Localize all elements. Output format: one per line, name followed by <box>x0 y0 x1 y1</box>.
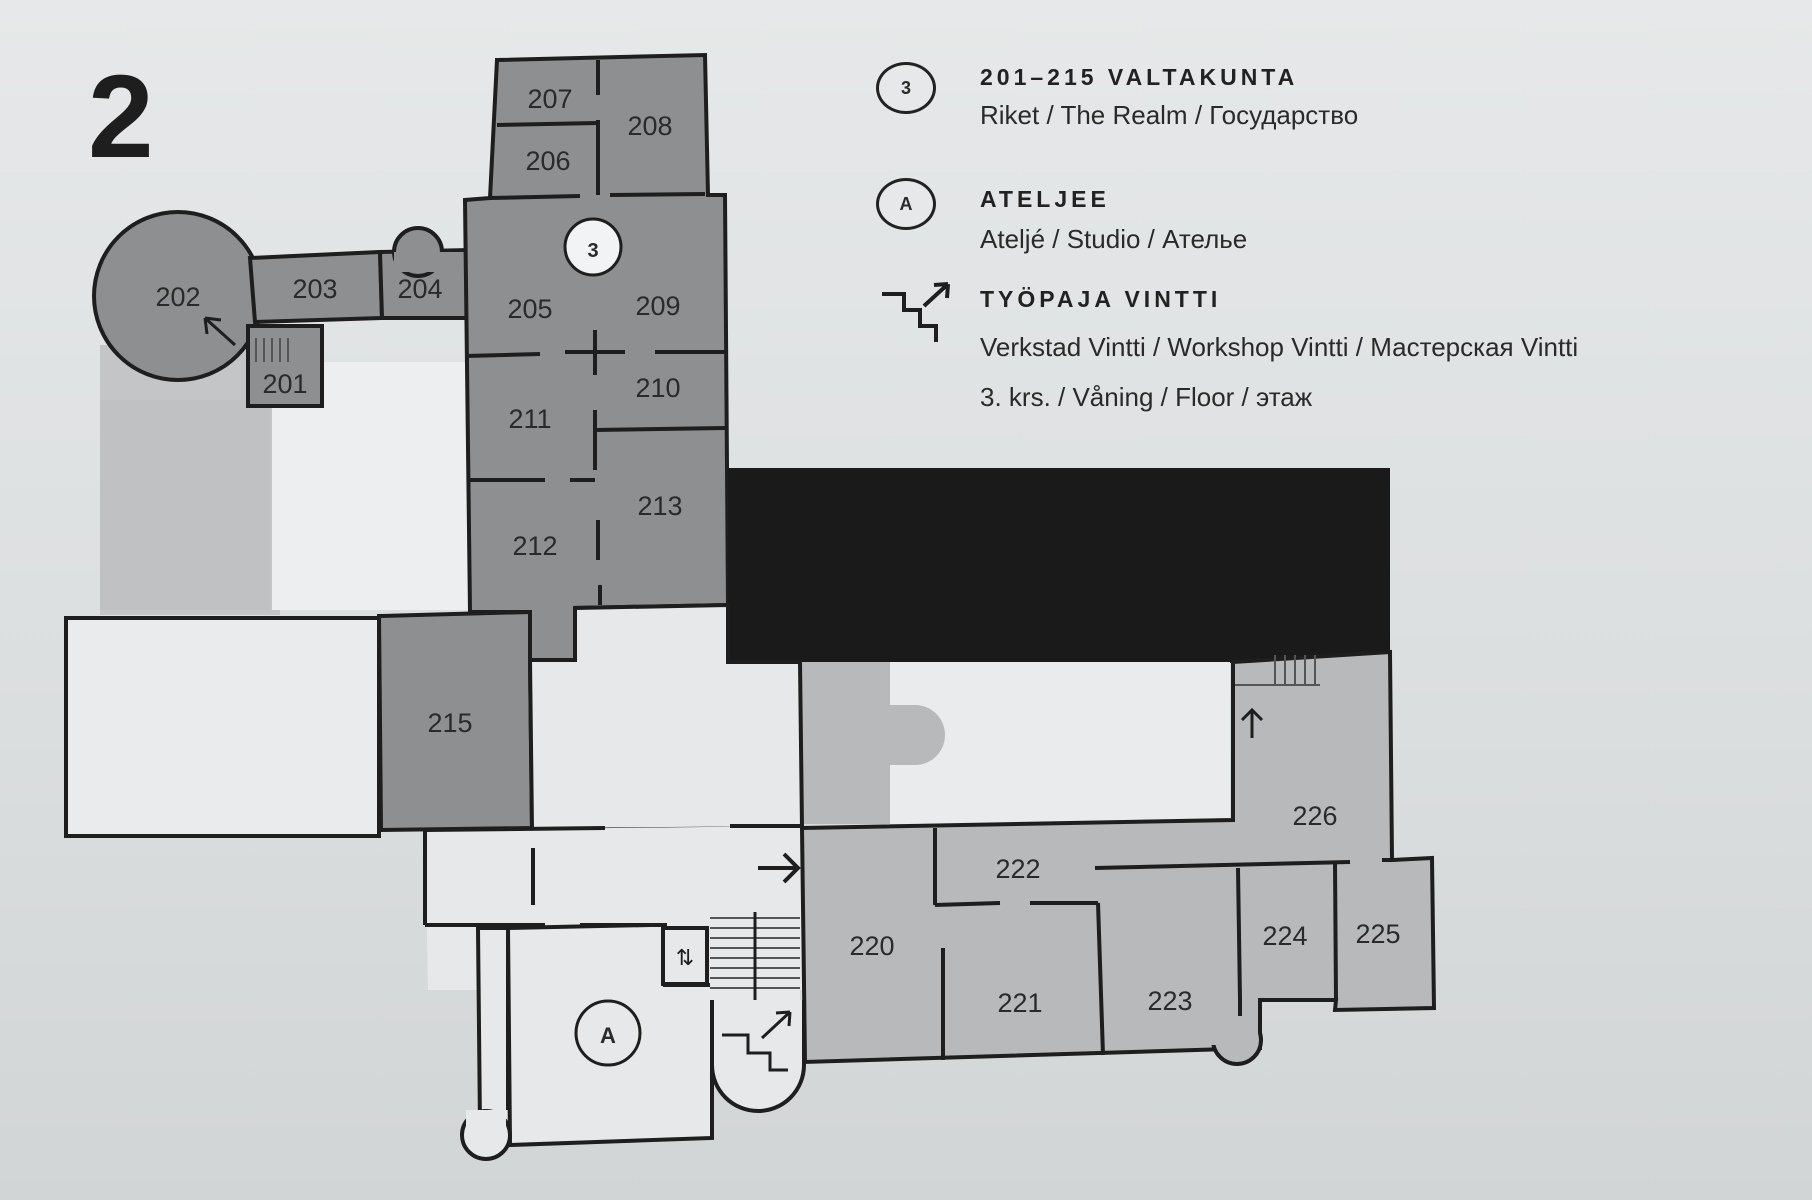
legend-workshop-floor-note: 3. krs. / Våning / Floor / этаж <box>980 382 1313 412</box>
realm-walls <box>465 60 726 605</box>
stairs-up-icon <box>882 282 950 342</box>
room-label-208: 208 <box>627 111 672 141</box>
east-inner-courtyard <box>800 662 1230 824</box>
room-label-210: 210 <box>635 373 680 403</box>
west-hall <box>64 616 381 838</box>
room-label-211: 211 <box>508 404 551 434</box>
legend-workshop-title: TYÖPAJA VINTTI <box>980 286 1222 312</box>
room-label-220: 220 <box>849 931 894 961</box>
main-staircase <box>710 912 806 1113</box>
room-label-221: 221 <box>997 988 1042 1018</box>
legend-workshop: TYÖPAJA VINTTI Verkstad Vintti / Worksho… <box>870 278 1770 428</box>
room-201-shape[interactable] <box>203 316 324 408</box>
room-label-206: 206 <box>525 146 570 176</box>
legend-studio-title: ATELJEE <box>980 186 1110 212</box>
room-label-204: 204 <box>397 274 442 304</box>
realm-marker[interactable] <box>563 217 623 277</box>
room-label-201: 201 <box>262 369 307 399</box>
east-staircase <box>1235 655 1320 738</box>
legend-realm-subtitle: Riket / The Realm / Государство <box>980 100 1359 130</box>
studio-marker-label: A <box>600 1023 616 1048</box>
room-label-215: 215 <box>427 708 472 738</box>
legend-realm-title: 201–215 VALTAKUNTA <box>980 64 1299 90</box>
room-204-shape[interactable] <box>377 226 470 320</box>
lift: ⇅ <box>661 926 709 986</box>
east-wing-walls <box>933 828 1392 1060</box>
legend-realm: 3 201–215 VALTAKUNTA Riket / The Realm /… <box>870 52 1770 132</box>
room-label-205: 205 <box>507 294 552 324</box>
room-label-213: 213 <box>637 491 682 521</box>
legend-studio-subtitle: Ateljé / Studio / Ателье <box>980 224 1248 254</box>
room-label-203: 203 <box>292 274 337 304</box>
room-label-207: 207 <box>527 84 572 114</box>
legend-studio: A ATELJEE Ateljé / Studio / Ателье <box>870 170 1770 254</box>
room-223-rotunda <box>1210 1000 1263 1066</box>
room-label-223: 223 <box>1147 986 1192 1016</box>
floor-number: 2 <box>88 51 154 183</box>
room-label-225: 225 <box>1355 919 1400 949</box>
legend-workshop-subtitle: Verkstad Vintti / Workshop Vintti / Маст… <box>980 332 1579 362</box>
room-label-226: 226 <box>1292 801 1337 831</box>
legend-realm-symbol: 3 <box>876 62 936 114</box>
realm-marker-label: 3 <box>587 240 598 262</box>
legend-studio-symbol: A <box>876 178 936 230</box>
room-label-224: 224 <box>1262 921 1307 951</box>
svg-text:⇅: ⇅ <box>676 946 694 971</box>
studio-marker[interactable] <box>574 999 642 1067</box>
room-label-222: 222 <box>995 854 1040 884</box>
arrow-right-icon <box>758 852 801 884</box>
room-label-209: 209 <box>635 291 680 321</box>
room-label-202: 202 <box>155 282 200 312</box>
restricted-black-area <box>728 468 1390 663</box>
room-label-212: 212 <box>512 531 557 561</box>
